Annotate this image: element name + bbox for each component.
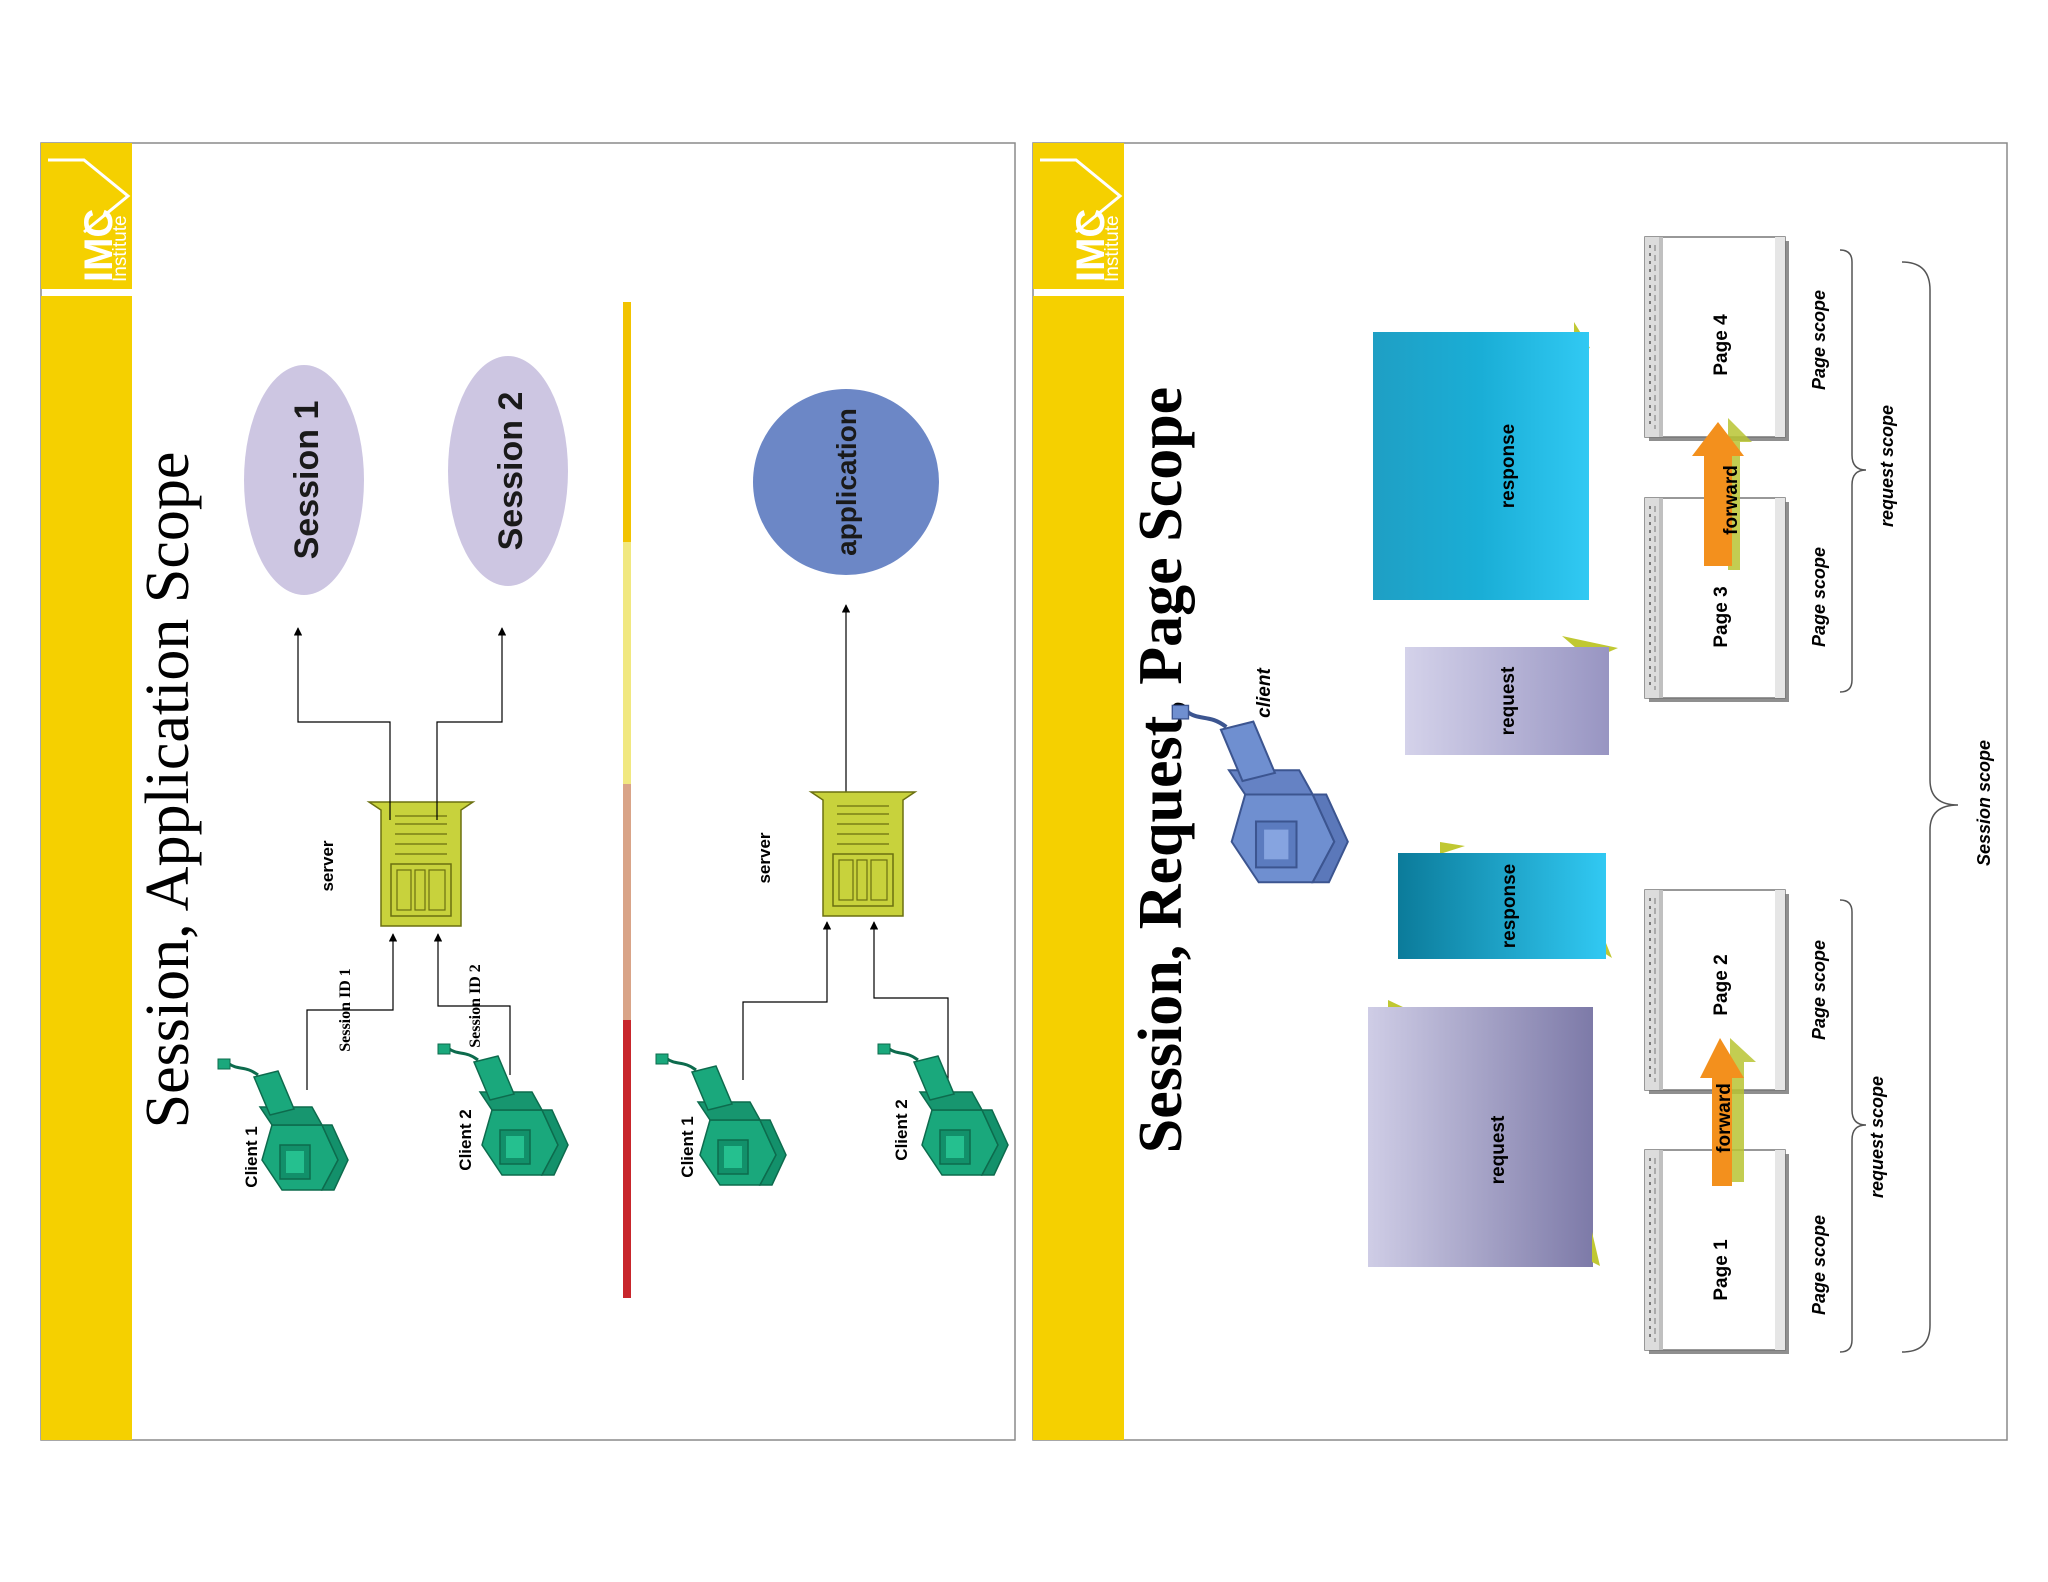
client2-bottom-label: Client 2: [892, 1099, 911, 1160]
client1-bottom-label: Client 1: [678, 1116, 697, 1177]
slide-session-request-page: IMC Institute Session, Request, Page Sco…: [1032, 142, 2008, 1441]
slide-session-application: IMC Institute Session, Application Scope…: [40, 142, 1016, 1441]
response-small-box: [1398, 853, 1606, 959]
request-scope2-brace: [1839, 249, 1867, 693]
response-large-label: response: [1498, 424, 1519, 508]
page-scope4-label: Page scope: [1809, 290, 1829, 390]
request-small-label: request: [1498, 666, 1519, 735]
slide1-title: Session, Application Scope: [134, 452, 202, 1129]
logo-imc-text-2: IMC: [1069, 209, 1113, 282]
slide1-divider: [623, 302, 631, 1298]
session1-ellipse: [244, 365, 364, 595]
application-circle: [753, 389, 939, 575]
page-scope3-label: Page scope: [1809, 547, 1829, 647]
response-small-fold: [1440, 842, 1465, 854]
server-top-icon: [368, 801, 474, 927]
application-label: application: [831, 408, 862, 556]
response-large-box: [1373, 332, 1589, 600]
slide1-yellow-bar: [41, 296, 132, 1440]
request-large-fold2: [1592, 1232, 1600, 1266]
forward-label-1: forward: [1714, 1083, 1735, 1153]
session-id2-label: Session ID 2: [467, 964, 484, 1048]
request-scope2-label: request scope: [1877, 405, 1897, 527]
session-id1-label: Session ID 1: [337, 968, 354, 1052]
forward-arrow-2: [1692, 418, 1752, 570]
request-scope1-label: request scope: [1867, 1076, 1887, 1198]
response-small-label: response: [1499, 864, 1520, 948]
logo-institute-text: Institute: [110, 215, 131, 282]
logo-imc-text: IMC: [77, 209, 121, 282]
client1-top-label: Client 1: [242, 1126, 261, 1187]
imc-logo: IMC Institute: [41, 143, 132, 289]
page4-label: Page 4: [1711, 314, 1732, 376]
client-label: client: [1254, 668, 1275, 718]
server-session-connectors: [293, 627, 507, 820]
client-server-bottom-connectors: [742, 921, 949, 1085]
server-bottom-label: server: [755, 832, 774, 883]
session-scope-brace: [1901, 261, 1959, 1353]
page-scope2-label: Page scope: [1809, 940, 1829, 1040]
page1-label: Page 1: [1711, 1239, 1732, 1301]
session1-label: Session 1: [288, 401, 326, 560]
forward-label-2: forward: [1721, 465, 1742, 535]
imc-logo-2: IMC Institute: [1033, 143, 1124, 289]
client-server-connectors: [306, 933, 511, 1090]
request-small-box: [1405, 647, 1609, 755]
forward-arrow-1: [1700, 1038, 1756, 1186]
client-computer-icon: [1171, 704, 1349, 884]
page-scope1-label: Page scope: [1809, 1215, 1829, 1315]
request-large-label: request: [1488, 1115, 1509, 1184]
request-large-box: [1368, 1007, 1593, 1267]
logo-institute-text-2: Institute: [1102, 215, 1123, 282]
server-top-label: server: [318, 840, 337, 891]
session2-label: Session 2: [492, 392, 530, 551]
client2-top-label: Client 2: [456, 1109, 475, 1170]
request-scope1-brace: [1839, 899, 1867, 1353]
session-scope-label: Session scope: [1974, 740, 1994, 866]
page2-label: Page 2: [1711, 954, 1732, 1015]
page3-label: Page 3: [1711, 586, 1732, 647]
slide2-yellow-bar: [1033, 296, 1124, 1440]
session2-ellipse: [448, 356, 568, 586]
slide2-title: Session, Request, Page Scope: [1127, 387, 1195, 1153]
server-bottom-icon: [810, 791, 916, 917]
